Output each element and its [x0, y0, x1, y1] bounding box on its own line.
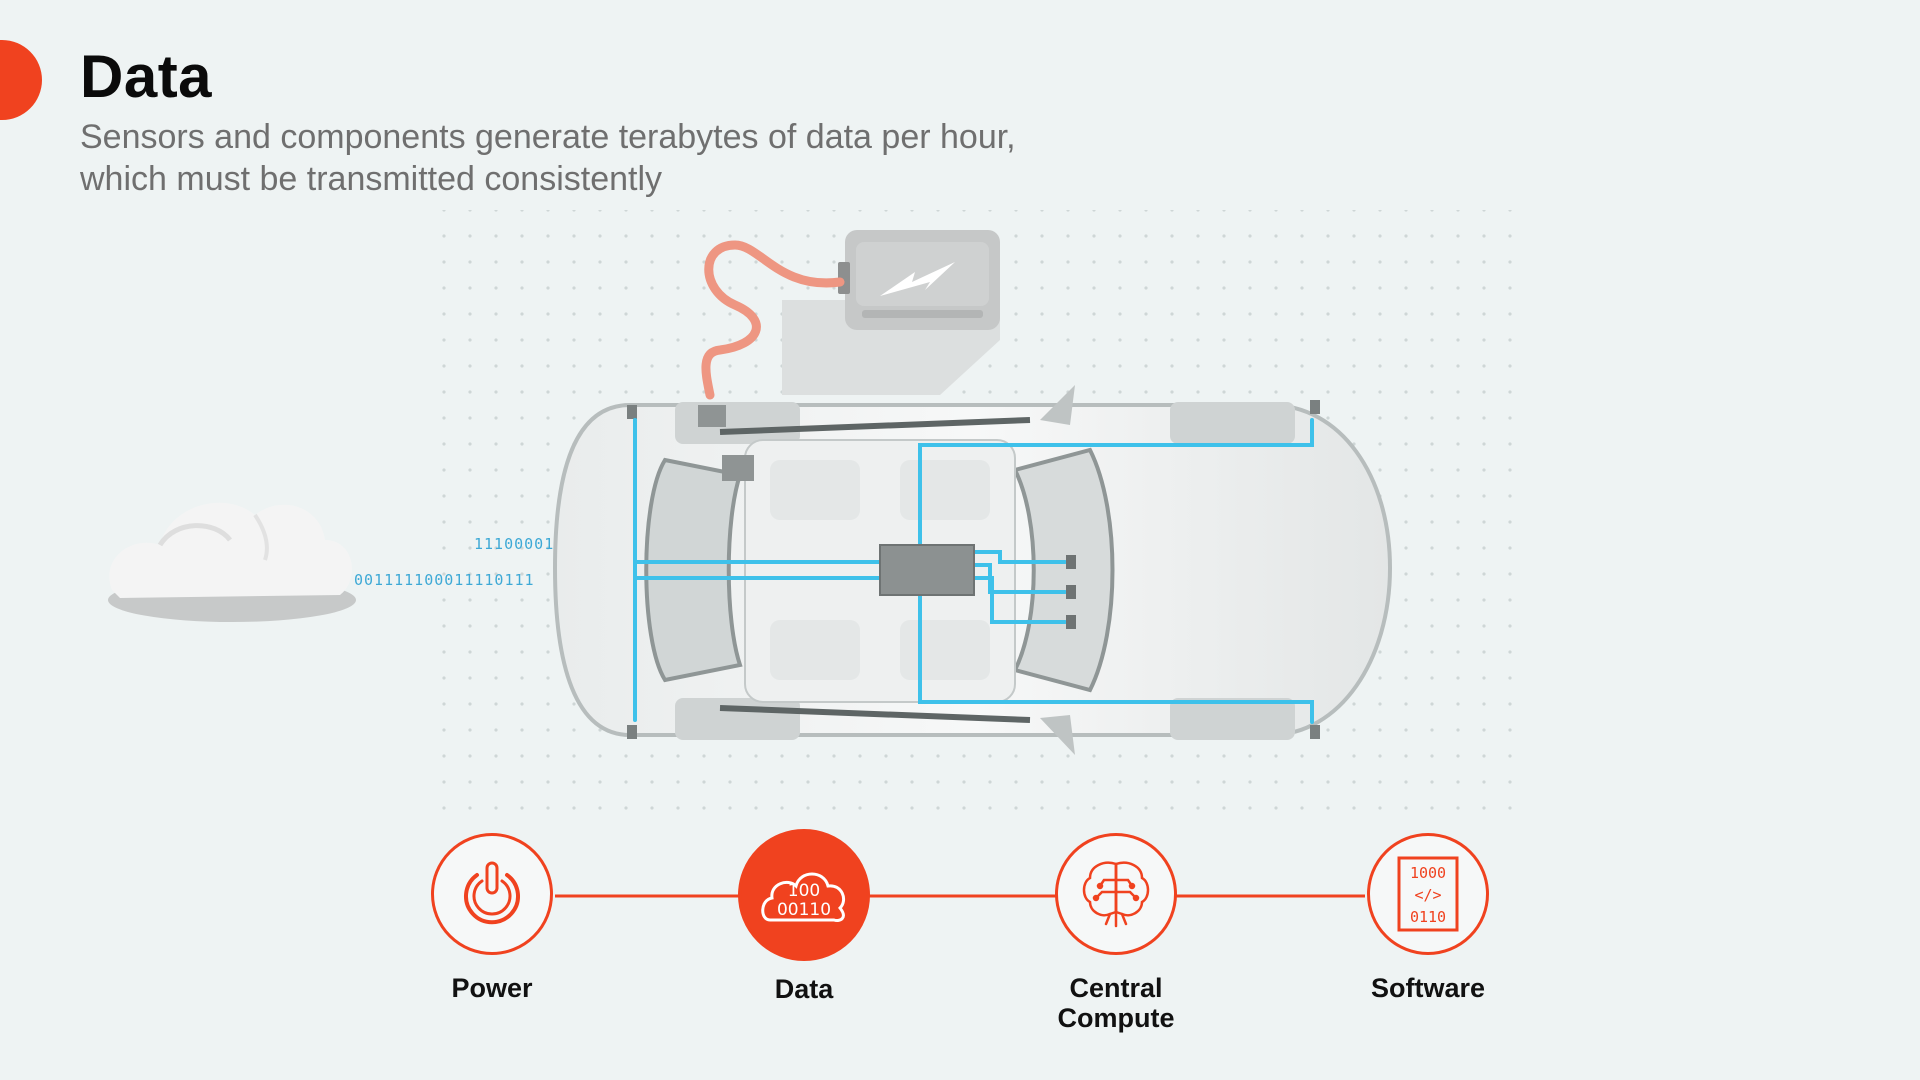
cloud-data-top: 100 [788, 881, 820, 901]
data-network [633, 418, 1314, 724]
page-subtitle: Sensors and components generate terabyte… [80, 118, 1016, 198]
step-central-compute[interactable]: Central Compute [1006, 833, 1226, 1033]
step-software-circle[interactable]: 1000 </> 0110 [1367, 833, 1489, 955]
step-data-circle[interactable]: 100 00110 [738, 829, 870, 961]
step-central-compute-circle[interactable] [1055, 833, 1177, 955]
central-compute-unit [879, 544, 975, 596]
charging-cable [701, 240, 845, 400]
step-central-compute-label: Central Compute [1057, 973, 1175, 1033]
cloud-icon [108, 502, 356, 622]
power-icon [464, 861, 520, 925]
code-file-icon: 1000 </> 0110 [1397, 856, 1459, 932]
step-data[interactable]: 100 00110 Data [694, 829, 914, 1004]
step-power-label: Power [451, 973, 533, 1003]
step-power-circle[interactable] [431, 833, 553, 955]
battery-icon [782, 230, 1000, 395]
cloud-data-icon: 100 00110 [761, 872, 845, 922]
data-stream-bottom: 001111100011110111 [354, 571, 535, 589]
page-title: Data [80, 43, 213, 110]
step-data-label: Data [774, 974, 834, 1004]
brain-icon [1082, 861, 1150, 928]
code-file-mid: </> [1414, 886, 1441, 904]
step-power[interactable]: Power [382, 833, 602, 1003]
code-file-bottom: 0110 [1410, 908, 1446, 926]
step-software-label: Software [1370, 973, 1486, 1003]
cloud-data-bottom: 00110 [777, 900, 831, 920]
sensor-ports [1066, 555, 1076, 629]
code-file-top: 1000 [1410, 864, 1446, 882]
step-software[interactable]: 1000 </> 0110 Software [1318, 833, 1538, 1003]
